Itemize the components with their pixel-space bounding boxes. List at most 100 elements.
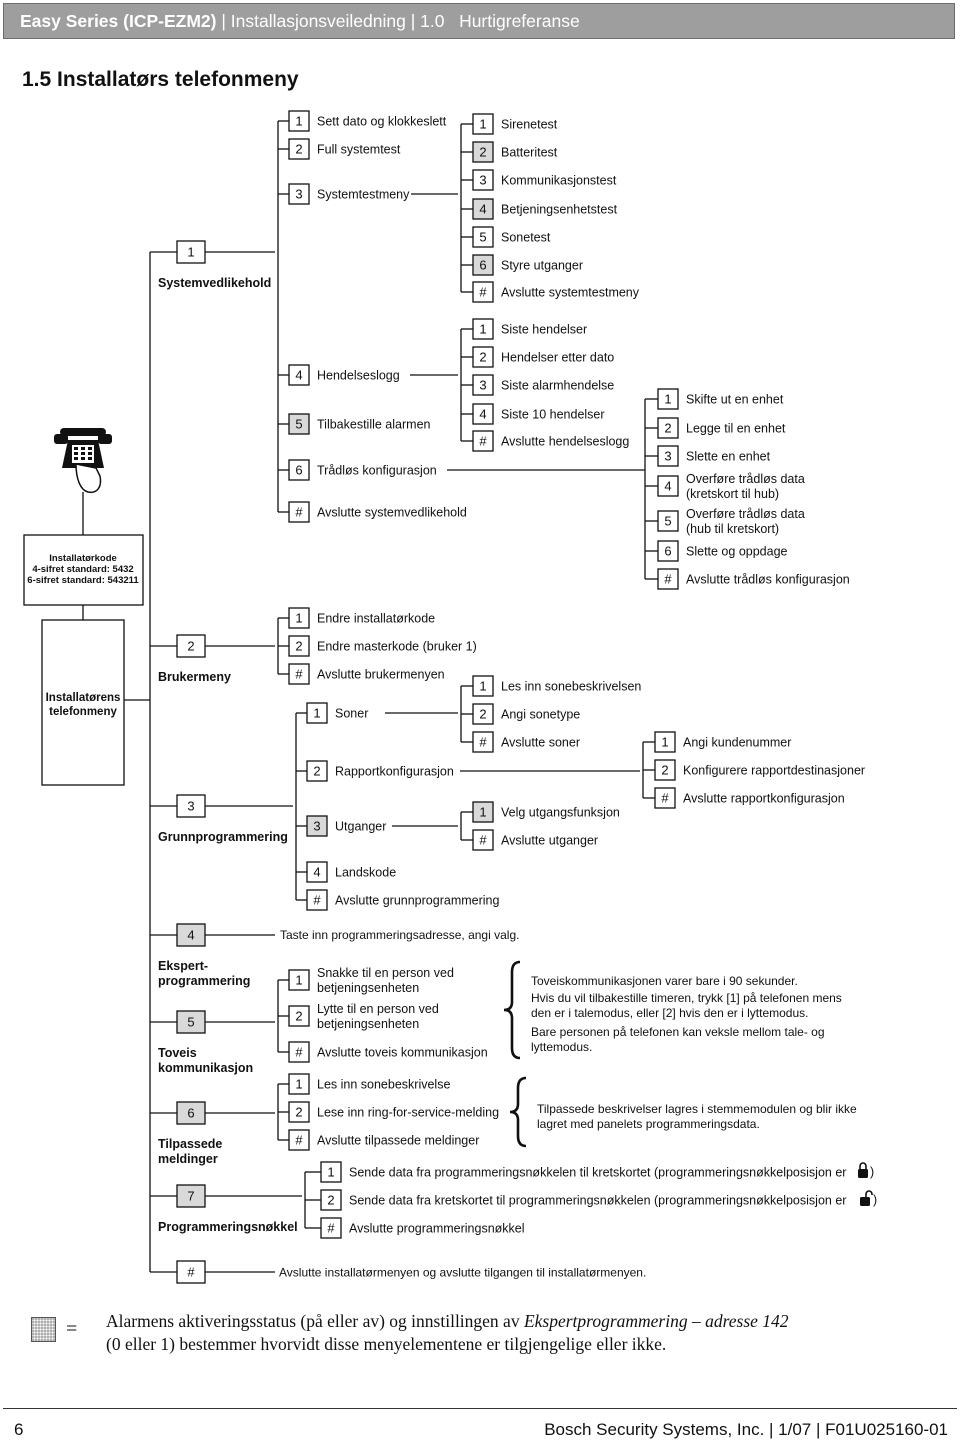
eventlog-item-4-label: Siste 10 hendelser: [501, 408, 605, 422]
main-item-5-label-1: kommunikasjon: [158, 1061, 253, 1075]
systest-item-3-key: 3: [479, 173, 486, 188]
eventlog-item-2-key: 2: [479, 350, 486, 365]
wireless-item-6-box: [657, 540, 679, 562]
twoway-item-2-key: 2: [295, 1009, 302, 1024]
twoway-item-2-label-1: betjeningsenheten: [317, 1017, 419, 1031]
systest-item-4-key: 4: [479, 202, 486, 217]
systest-item-1-box: [472, 113, 494, 135]
twoway-note-line-1: Hvis du vil tilbakestille timeren, trykk…: [531, 991, 842, 1005]
systest-item-5-box: [472, 226, 494, 248]
wireless-item-4-key: 4: [664, 479, 671, 494]
report-item-1-key: 1: [661, 735, 668, 750]
eventlog-item-4-key: 4: [479, 407, 486, 422]
header-doc: Installasjonsveiledning | 1.0: [230, 11, 445, 31]
user-item-exit-box: [288, 663, 310, 685]
key-item-exit-label: Avslutte programmeringsnøkkel: [349, 1222, 525, 1236]
main-item-6-key: 6: [187, 1106, 194, 1121]
wireless-item-5-label-0: Overføre trådløs data: [686, 507, 805, 521]
output-item-1-box: [472, 801, 494, 823]
wireless-item-5-label-1: (hub til kretskort): [686, 522, 779, 536]
main-item-exit-key: #: [187, 1265, 195, 1280]
legend-text-1: Alarmens aktiveringsstatus (på eller av)…: [106, 1311, 524, 1331]
twoway-item-exit-label: Avslutte toveis kommunikasjon: [317, 1046, 488, 1060]
eventlog-item-1-box: [472, 318, 494, 340]
wireless-item-2-key: 2: [664, 421, 671, 436]
eventlog-item-1-label: Siste hendelser: [501, 323, 587, 337]
maint-item-2-key: 2: [295, 142, 302, 157]
key-item-1-label: Sende data fra programmeringsnøkkelen ti…: [349, 1166, 846, 1180]
custom-item-2-label: Lese inn ring-for-service-melding: [317, 1106, 499, 1120]
eventlog-item-2-box: [472, 346, 494, 368]
report-item-2-box: [654, 759, 676, 781]
main-item-6-label-0: Tilpassede: [158, 1137, 222, 1151]
twoway-item-exit-key: #: [295, 1045, 303, 1060]
maint-item-6-key: 6: [295, 463, 302, 478]
report-item-1-box: [654, 731, 676, 753]
maint-item-2-label: Full systemtest: [317, 143, 401, 157]
systest-item-3-label: Kommunikasjonstest: [501, 174, 617, 188]
custom-item-2-key: 2: [295, 1105, 302, 1120]
basic-item-exit-box: [306, 889, 328, 911]
custom-item-1-box: [288, 1073, 310, 1095]
output-item-exit-label: Avslutte utganger: [501, 834, 598, 848]
phone-menu-label-0: Installatørens: [46, 692, 121, 704]
eventlog-item-2-label: Hendelser etter dato: [501, 351, 614, 365]
systest-item-6-key: 6: [479, 258, 486, 273]
zone-item-1-box: [472, 675, 494, 697]
user-item-1-box: [288, 607, 310, 629]
main-item-6-label-1: meldinger: [158, 1152, 218, 1166]
main-item-exit-label: Avslutte installatørmenyen og avslutte t…: [279, 1266, 646, 1280]
document-header: Easy Series (ICP-EZM2) | Installasjonsve…: [3, 3, 955, 39]
main-item-1-key: 1: [187, 245, 194, 260]
report-item-1-label: Angi kundenummer: [683, 736, 791, 750]
wireless-item-3-box: [657, 445, 679, 467]
wireless-item-3-key: 3: [664, 449, 671, 464]
systest-item-1-key: 1: [479, 117, 486, 132]
main-item-4-key: 4: [187, 928, 194, 943]
zone-item-2-label: Angi sonetype: [501, 708, 580, 722]
twoway-item-1-box: [288, 969, 310, 991]
custom-brace: [509, 1076, 527, 1148]
custom-note-line-1: lagret med panelets programmeringsdata.: [537, 1117, 760, 1131]
key-item-2-label: Sende data fra kretskortet til programme…: [349, 1194, 846, 1208]
footer-rule: [3, 1408, 957, 1409]
legend-shaded-swatch: [31, 1317, 56, 1342]
main-item-4-label-1: programmering: [158, 974, 250, 988]
twoway-note-line-3: Bare personen på telefonen kan veksle me…: [531, 1025, 825, 1039]
twoway-item-exit-box: [288, 1041, 310, 1063]
systest-item-2-label: Batteritest: [501, 146, 558, 160]
systest-item-2-key: 2: [479, 145, 486, 160]
basic-item-1-label: Soner: [335, 707, 368, 721]
maint-item-5-key: 5: [295, 417, 302, 432]
lock-open-icon: [860, 1190, 873, 1206]
custom-item-2-box: [288, 1101, 310, 1123]
custom-item-exit-box: [288, 1129, 310, 1151]
user-item-1-label: Endre installatørkode: [317, 612, 435, 626]
footer-page-number: 6: [14, 1420, 24, 1439]
wireless-item-6-key: 6: [664, 544, 671, 559]
maint-item-6-box: [288, 459, 310, 481]
maint-item-4-box: [288, 364, 310, 386]
twoway-item-2-box: [288, 1005, 310, 1027]
maint-item-exit-key: #: [295, 505, 303, 520]
output-item-1-label: Velg utgangsfunksjon: [501, 806, 620, 820]
header-section: Hurtigreferanse: [459, 11, 580, 31]
twoway-note-line-0: Toveiskommunikasjonen varer bare i 90 se…: [531, 974, 798, 988]
eventlog-item-3-label: Siste alarmhendelse: [501, 379, 614, 393]
systest-item-3-box: [472, 169, 494, 191]
wireless-item-1-box: [657, 388, 679, 410]
custom-item-exit-key: #: [295, 1133, 303, 1148]
report-item-exit-box: [654, 787, 676, 809]
maint-item-2-box: [288, 138, 310, 160]
user-item-2-box: [288, 635, 310, 657]
lock-closed-icon: [858, 1162, 868, 1178]
eventlog-item-3-key: 3: [479, 378, 486, 393]
systest-item-4-box: [472, 198, 494, 220]
wireless-item-2-label: Legge til en enhet: [686, 422, 786, 436]
wireless-item-exit-box: [657, 568, 679, 590]
zone-item-exit-key: #: [479, 735, 487, 750]
key-item-2-key: 2: [327, 1193, 334, 1208]
output-item-exit-key: #: [479, 833, 487, 848]
basic-item-2-box: [306, 760, 328, 782]
